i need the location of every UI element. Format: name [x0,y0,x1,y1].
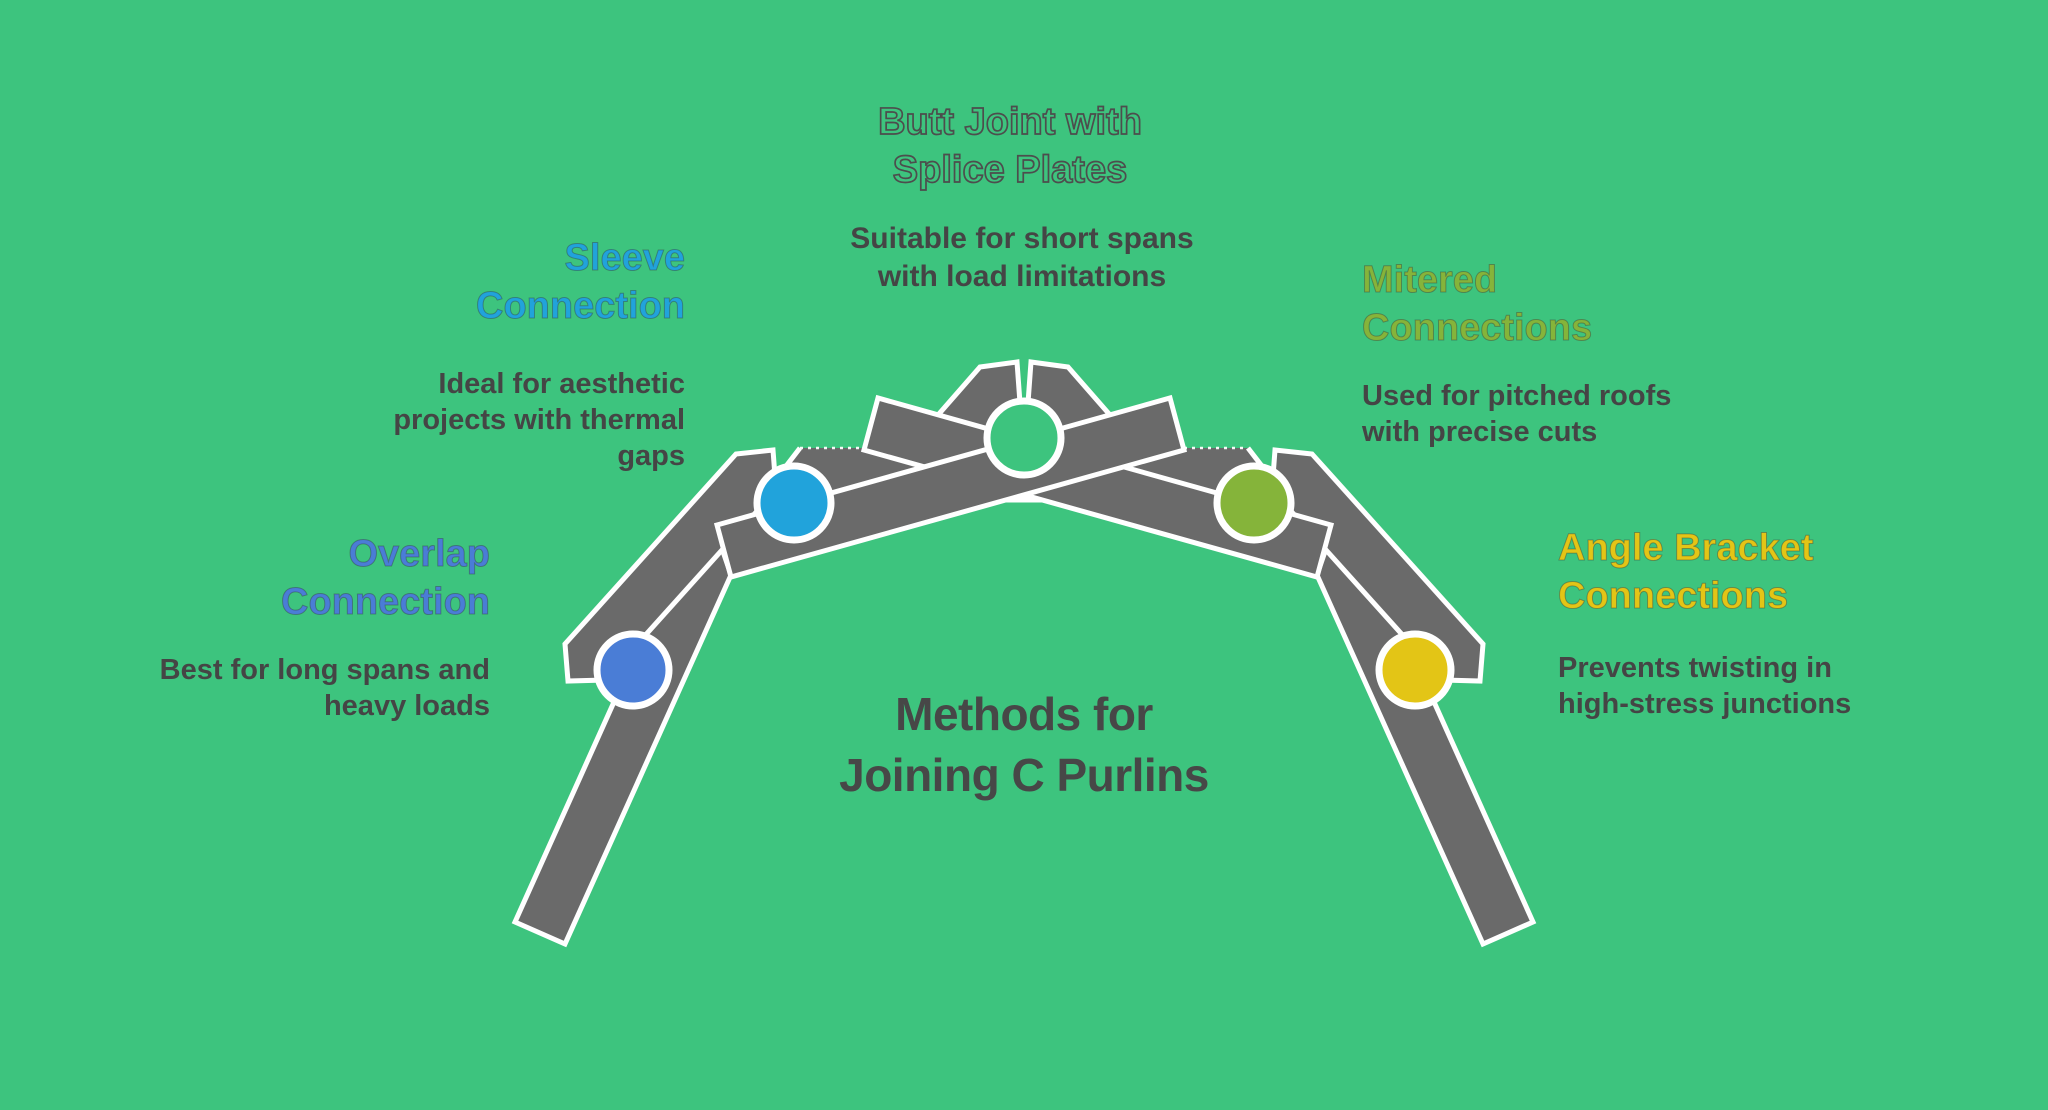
sleeve-connection-description-line: projects with thermal [393,404,685,436]
page-title: Methods for Joining C Purlins [674,684,1374,806]
sleeve-connection-title: Sleeve Connection [385,234,686,330]
butt-joint-description-line: Suitable for short spans [850,222,1194,255]
butt-joint-marker [983,397,1065,479]
butt-joint-title: Butt Joint with Splice Plates [710,98,1310,194]
mitered-connections-description-line: Used for pitched roofs [1362,380,1672,412]
angle-bracket-connections-description-line: high-stress junctions [1558,688,1852,720]
angle-bracket-connections-title-line: Connections [1558,575,1789,618]
overlap-connection-title-line: Overlap [348,533,491,576]
mitered-connections-title-line: Mitered [1362,259,1498,302]
angle-bracket-connections-title: Angle Bracket Connections [1558,524,1918,620]
sleeve-connection-title-line: Sleeve [564,237,685,280]
overlap-connection-title-line: Connection [281,581,491,624]
butt-joint-description: Suitable for short spans with load limit… [722,220,1322,296]
butt-joint-title-line: Splice Plates [892,148,1128,192]
overlap-connection-description-line: Best for long spans and [159,654,490,686]
overlap-connection-marker [593,630,673,710]
mitered-connections-title: Mitered Connections [1362,256,1702,352]
butt-joint-description-line: with load limitations [877,260,1167,293]
mitered-connections-marker [1213,462,1295,544]
overlap-connection-description-line: heavy loads [323,690,490,722]
mitered-connections-title-line: Connections [1362,307,1593,350]
sleeve-connection-title-line: Connection [476,285,686,328]
page-title-line: Joining C Purlins [839,749,1209,801]
overlap-connection-description: Best for long spans and heavy loads [150,652,490,724]
angle-bracket-connections-title-line: Angle Bracket [1558,527,1815,570]
mitered-connections-description-line: with precise cuts [1362,416,1598,448]
angle-bracket-connections-description-line: Prevents twisting in [1558,652,1832,684]
mitered-connections-description: Used for pitched roofs with precise cuts [1362,378,1722,450]
angle-bracket-connections-marker [1375,630,1455,710]
sleeve-connection-marker [753,462,835,544]
sleeve-connection-description-line: gaps [617,440,685,472]
overlap-connection-title: Overlap Connection [190,530,491,626]
page-title-line: Methods for [895,688,1153,740]
angle-bracket-connections-description: Prevents twisting in high-stress junctio… [1558,650,1938,722]
butt-joint-title-line: Butt Joint with [877,100,1143,144]
sleeve-connection-description-line: Ideal for aesthetic [438,368,685,400]
sleeve-connection-description: Ideal for aesthetic projects with therma… [345,366,685,474]
